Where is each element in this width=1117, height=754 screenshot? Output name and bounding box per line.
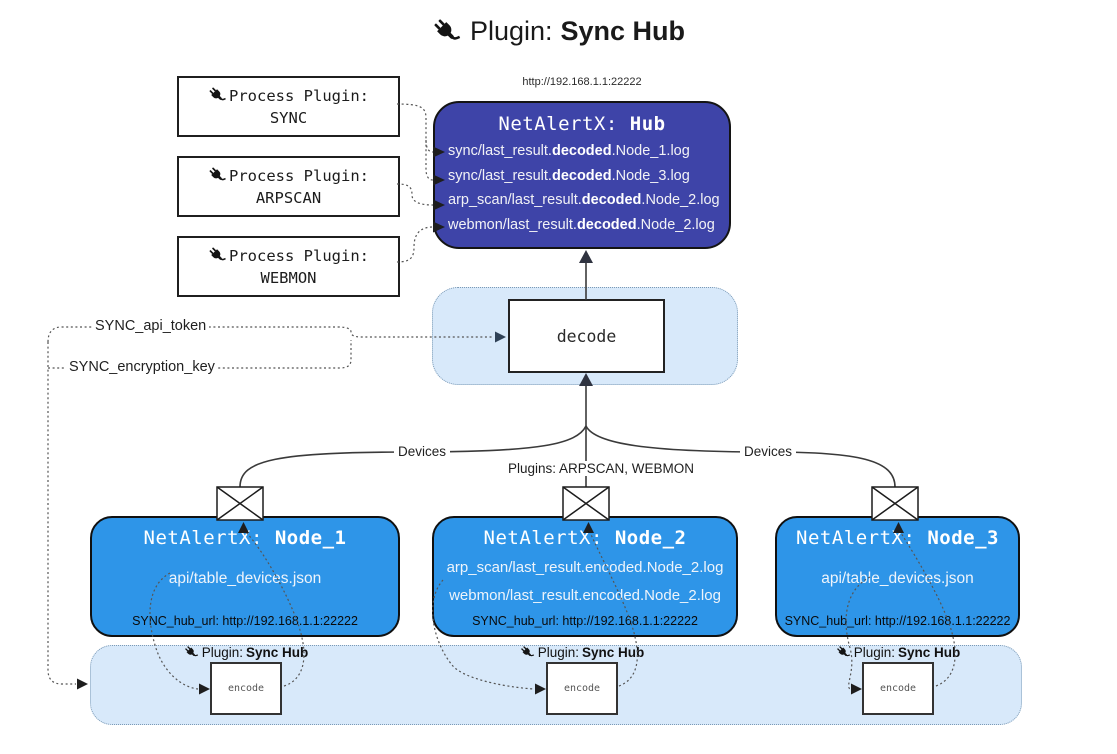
hub-up-arrowhead — [579, 250, 593, 263]
encryption-key-label: SYNC_encryption_key — [66, 359, 218, 375]
node-hub-url: SYNC_hub_url: http://192.168.1.1:22222 — [132, 614, 358, 628]
process-plugin-box-arpscan: Process Plugin: ARPSCAN — [177, 156, 400, 217]
node-hub-url: SYNC_hub_url: http://192.168.1.1:22222 — [472, 614, 698, 628]
plug-icon — [434, 18, 461, 40]
hub-log-line: webmon/last_result.decoded.Node_2.log — [448, 216, 715, 233]
plugin-to-hub-connectors — [396, 103, 434, 263]
band-in-arrowhead — [77, 678, 88, 690]
process-plugin-label: Process Plugin: — [229, 166, 369, 185]
hub-url: http://192.168.1.1:22222 — [522, 76, 642, 88]
encode-label: Plugin: Sync Hub — [798, 645, 998, 660]
plug-icon — [209, 87, 226, 101]
process-plugin-name: ARPSCAN — [255, 188, 322, 207]
node-title: NetAlertX: Node_2 — [483, 527, 687, 549]
node-file-line: api/table_devices.json — [168, 570, 322, 587]
hub-log-line: sync/last_result.decoded.Node_1.log — [448, 143, 690, 159]
plug-icon — [209, 167, 226, 181]
process-plugin-name: WEBMON — [260, 268, 317, 287]
encode-label: Plugin: Sync Hub — [482, 645, 682, 660]
encode-box: encode — [210, 662, 282, 715]
title-prefix: Plugin: — [469, 16, 553, 46]
plug-icon — [836, 646, 850, 657]
process-plugin-box-sync: Process Plugin: SYNC — [177, 76, 400, 137]
node-file-line: webmon/last_result.encoded.Node_2.log — [449, 587, 721, 604]
hub-title: NetAlertX: Hub — [498, 113, 666, 135]
process-plugin-label: Process Plugin: — [229, 86, 369, 105]
encode-box: encode — [546, 662, 618, 715]
api-token-label: SYNC_api_token — [92, 318, 210, 334]
edge-label-devices-right: Devices — [740, 444, 797, 459]
process-plugin-name: SYNC — [269, 108, 308, 127]
node-hub-url: SYNC_hub_url: http://192.168.1.1:22222 — [784, 614, 1011, 628]
node-box-node-2: NetAlertX: Node_2 arp_scan/last_result.e… — [432, 516, 738, 637]
encode-label: Plugin: Sync Hub — [146, 645, 346, 660]
plug-icon — [209, 247, 226, 261]
node-box-node-1: NetAlertX: Node_1 api/table_devices.json… — [90, 516, 400, 637]
decode-box: decode — [508, 299, 665, 373]
edge-label-plugins: Plugins: ARPSCAN, WEBMON — [504, 461, 699, 476]
hub-log-line: arp_scan/last_result.decoded.Node_2.log — [448, 192, 720, 208]
edge-label-devices-left: Devices — [394, 444, 451, 459]
encode-box: encode — [862, 662, 934, 715]
plug-icon — [184, 646, 198, 657]
hub-log-line: sync/last_result.decoded.Node_3.log — [448, 167, 690, 184]
process-plugin-box-webmon: Process Plugin: WEBMON — [177, 236, 400, 297]
page-title: Plugin: Sync Hub — [0, 16, 1117, 47]
plug-icon — [520, 646, 534, 657]
node-file-line: api/table_devices.json — [821, 570, 974, 587]
node-title: NetAlertX: Node_1 — [143, 527, 347, 549]
hub-box: NetAlertX: Hub sync/last_result.decoded.… — [433, 101, 731, 249]
node-box-node-3: NetAlertX: Node_3 api/table_devices.json… — [775, 516, 1020, 637]
process-plugin-label: Process Plugin: — [229, 246, 369, 265]
node-title: NetAlertX: Node_3 — [796, 527, 999, 549]
node-file-line: arp_scan/last_result.encoded.Node_2.log — [446, 559, 724, 576]
title-bold: Sync Hub — [560, 16, 686, 46]
